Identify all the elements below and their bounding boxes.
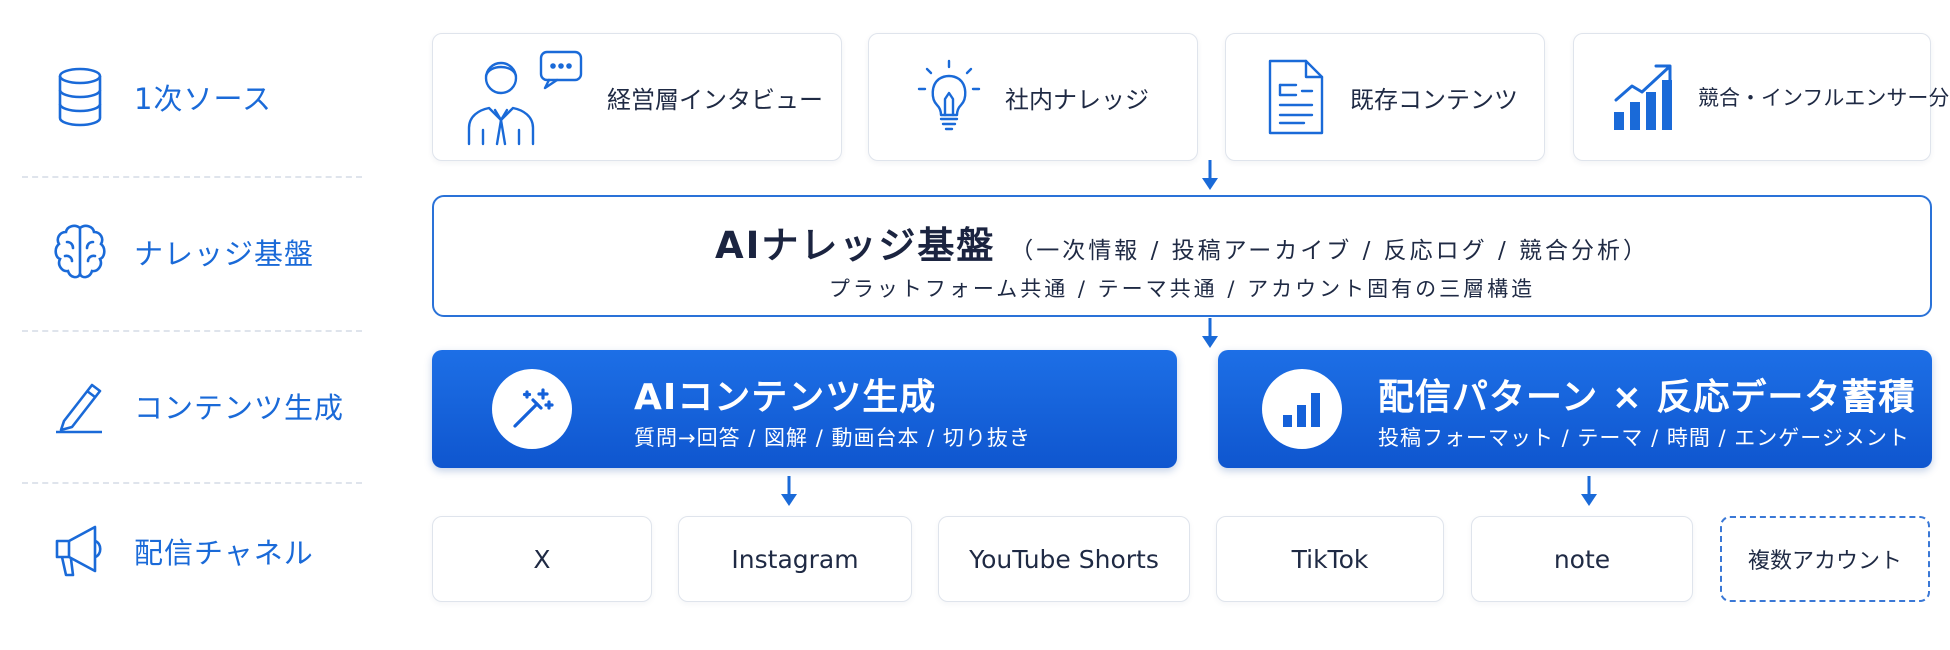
knowledge-base-structure: プラットフォーム共通 / テーマ共通 / アカウント固有の三層構造 <box>828 277 1536 301</box>
rail-row-channels: 配信チャネル <box>50 521 314 581</box>
arrow-down-icon <box>1202 318 1218 348</box>
divider <box>22 176 362 178</box>
rail-label-sources: 1次ソース <box>134 82 273 116</box>
panel-subtitle: 質問→回答 / 図解 / 動画台本 / 切り抜き <box>634 426 1031 450</box>
source-card-existing-content: 既存コンテンツ <box>1225 33 1545 161</box>
megaphone-icon <box>50 521 110 581</box>
divider <box>22 482 362 484</box>
rail-label-channels: 配信チャネル <box>134 536 314 570</box>
rail-label-knowledge: ナレッジ基盤 <box>134 237 315 271</box>
knowledge-base-name: AIナレッジ基盤 <box>714 224 996 267</box>
source-card-competitor-analysis: 競合・インフルエンサー分析 <box>1573 33 1950 161</box>
channel-instagram: Instagram <box>678 516 912 602</box>
source-label: 社内ナレッジ <box>1005 85 1149 114</box>
arrow-down-icon <box>1202 160 1218 190</box>
pencil-icon <box>50 376 110 436</box>
channel-youtube-shorts: YouTube Shorts <box>938 516 1190 602</box>
panel-distribution-pattern: 配信パターン × 反応データ蓄積 投稿フォーマット / テーマ / 時間 / エ… <box>1218 350 1932 468</box>
divider <box>22 330 362 332</box>
bar-chart-icon <box>1262 369 1342 449</box>
rail-row-sources: 1次ソース <box>50 67 272 127</box>
knowledge-base-box: AIナレッジ基盤 （一次情報 / 投稿アーカイブ / 反応ログ / 競合分析） … <box>432 195 1932 317</box>
database-icon <box>50 67 110 127</box>
person-speech-icon <box>465 48 585 146</box>
bar-chart-trend-icon <box>1612 62 1676 132</box>
magic-wand-icon <box>492 369 572 449</box>
arrow-down-icon <box>781 476 797 506</box>
channel-tiktok: TikTok <box>1216 516 1444 602</box>
rail-row-knowledge: ナレッジ基盤 <box>50 222 314 282</box>
panel-title: 配信パターン × 反応データ蓄積 <box>1378 377 1916 418</box>
source-label: 既存コンテンツ <box>1350 85 1518 114</box>
source-label: 経営層インタビュー <box>607 85 823 114</box>
panel-ai-content-generation: AIコンテンツ生成 質問→回答 / 図解 / 動画台本 / 切り抜き <box>432 350 1177 468</box>
knowledge-base-title: AIナレッジ基盤 （一次情報 / 投稿アーカイブ / 反応ログ / 競合分析） <box>434 215 1930 269</box>
lightbulb-icon <box>917 59 981 135</box>
arrow-down-icon <box>1581 476 1597 506</box>
document-icon <box>1266 59 1326 135</box>
channel-multiple-accounts: 複数アカウント <box>1720 516 1930 602</box>
source-card-interview: 経営層インタビュー <box>432 33 842 161</box>
brain-icon <box>50 222 110 282</box>
source-label: 競合・インフルエンサー分析 <box>1698 86 1950 110</box>
channel-note: note <box>1471 516 1693 602</box>
channel-x: X <box>432 516 652 602</box>
panel-title: AIコンテンツ生成 <box>634 377 937 418</box>
panel-subtitle: 投稿フォーマット / テーマ / 時間 / エンゲージメント <box>1378 426 1910 450</box>
source-card-internal-knowledge: 社内ナレッジ <box>868 33 1198 161</box>
knowledge-base-subtitle: （一次情報 / 投稿アーカイブ / 反応ログ / 競合分析） <box>1010 238 1650 264</box>
rail-label-generation: コンテンツ生成 <box>134 391 345 425</box>
rail-row-generation: コンテンツ生成 <box>50 376 344 436</box>
